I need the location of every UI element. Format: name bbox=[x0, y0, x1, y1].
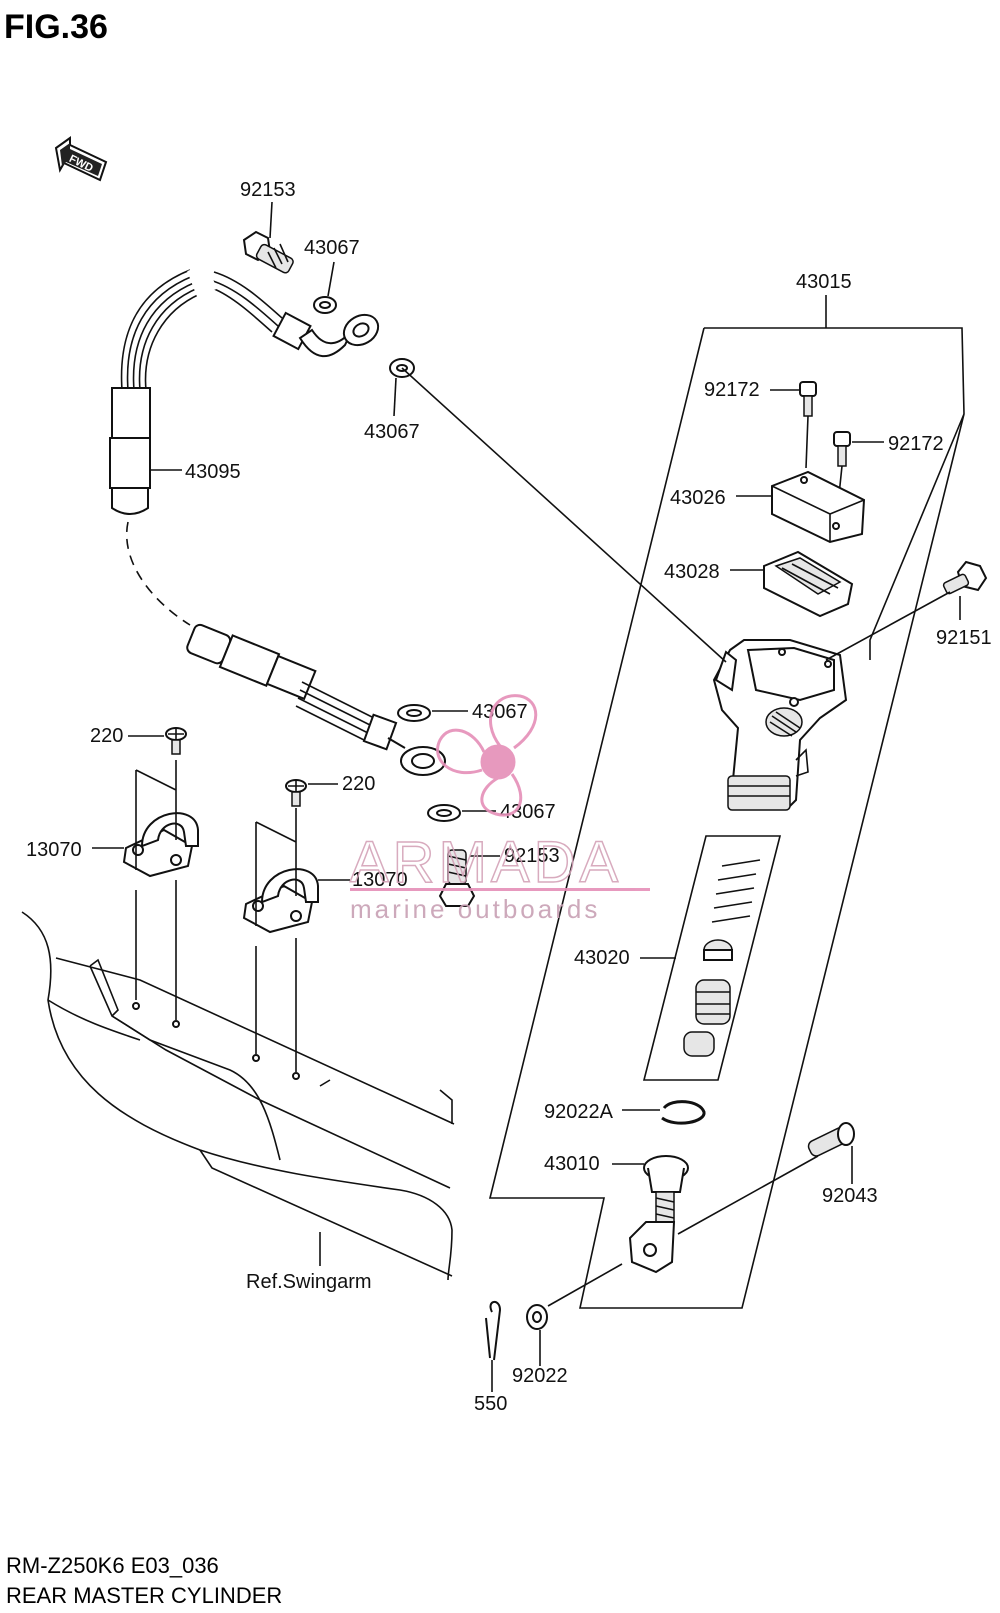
part-label-43026: 43026 bbox=[670, 487, 726, 509]
master-cylinder-body bbox=[712, 639, 848, 811]
part-label-92151: 92151 bbox=[936, 627, 992, 649]
clevis-pin-92043 bbox=[807, 1122, 855, 1157]
part-label-43067-d: 43067 bbox=[500, 801, 556, 823]
part-label-13070-a: 13070 bbox=[26, 839, 82, 861]
piston-kit-43020 bbox=[683, 859, 761, 1057]
bolt-92151 bbox=[942, 560, 988, 595]
cotter-pin-550 bbox=[485, 1301, 502, 1361]
watermark-tagline: marine outboards bbox=[350, 894, 600, 924]
watermark-brand: ARMADA bbox=[350, 830, 622, 895]
part-label-92172-a: 92172 bbox=[704, 379, 760, 401]
part-label-43028: 43028 bbox=[664, 561, 720, 583]
part-label-43095: 43095 bbox=[185, 461, 241, 483]
section-name: REAR MASTER CYLINDER bbox=[6, 1583, 282, 1608]
screw-92172-a bbox=[799, 381, 817, 417]
assembly-bracket-43015 bbox=[488, 327, 965, 1309]
watermark-divider bbox=[350, 888, 650, 891]
part-label-92043: 92043 bbox=[822, 1185, 878, 1207]
part-label-13070-b: 13070 bbox=[352, 869, 408, 891]
screw-220-a bbox=[165, 727, 187, 755]
circlip-92022A bbox=[661, 1100, 706, 1125]
part-label-92153-bottom: 92153 bbox=[504, 845, 560, 867]
figure-title: FIG.36 bbox=[4, 8, 108, 46]
part-label-43015: 43015 bbox=[796, 271, 852, 293]
reservoir-cap-43026 bbox=[771, 470, 866, 544]
part-label-43010: 43010 bbox=[544, 1153, 600, 1175]
part-label-43067-c: 43067 bbox=[472, 701, 528, 723]
screw-220-b bbox=[285, 779, 307, 807]
push-rod-43010 bbox=[628, 1155, 689, 1274]
piston-kit-43020-frame bbox=[642, 835, 782, 1081]
part-label-92022A: 92022A bbox=[544, 1101, 614, 1123]
hose-clamp-13070-b bbox=[242, 868, 319, 934]
part-label-43067-b: 43067 bbox=[364, 421, 420, 443]
bolt-92153-top bbox=[242, 230, 294, 274]
reference-label: Ref.Swingarm bbox=[246, 1271, 372, 1293]
part-label-220-a: 220 bbox=[90, 725, 123, 747]
screw-92172-b bbox=[833, 431, 851, 467]
part-label-550: 550 bbox=[474, 1393, 507, 1415]
armada-watermark-logo: ARMADA marine outboards bbox=[349, 694, 650, 924]
part-label-43067-a: 43067 bbox=[304, 237, 360, 259]
diaphragm-43028 bbox=[763, 550, 854, 618]
fwd-arrow-icon: FWD bbox=[54, 136, 108, 182]
model-code: RM-Z250K6 E03_036 bbox=[6, 1553, 219, 1578]
brake-hose-43095 bbox=[109, 262, 446, 776]
part-label-92172-b: 92172 bbox=[888, 433, 944, 455]
propeller-icon bbox=[436, 694, 538, 817]
swingarm-reference bbox=[21, 911, 455, 1281]
part-label-220-b: 220 bbox=[342, 773, 375, 795]
part-label-43020: 43020 bbox=[574, 947, 630, 969]
part-label-92022: 92022 bbox=[512, 1365, 568, 1387]
hose-clamp-13070-a bbox=[122, 812, 199, 878]
part-label-92153-top: 92153 bbox=[240, 179, 296, 201]
